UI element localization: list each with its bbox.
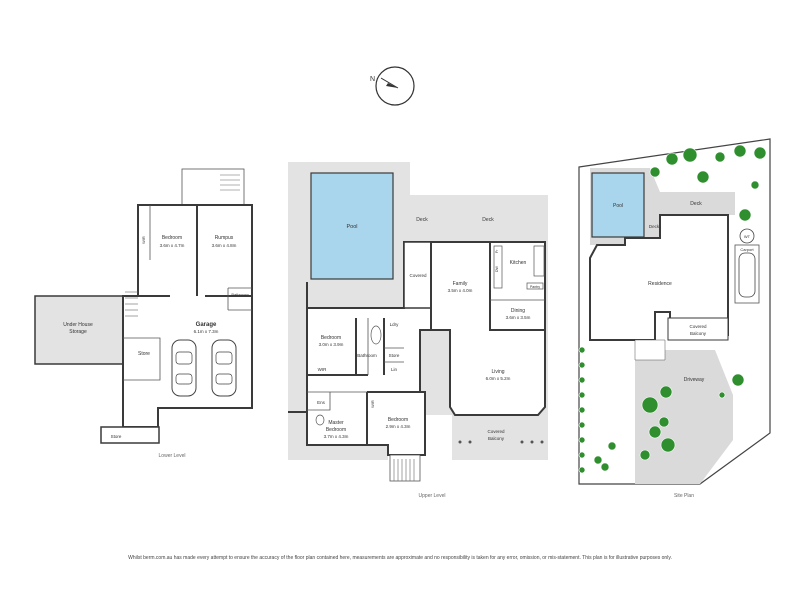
- linen-label: Lin: [391, 367, 398, 372]
- site-deck-label: Deck: [690, 201, 702, 207]
- kitchen-label: Kitchen: [510, 260, 527, 266]
- living-size: 6.0m x 5.2m: [486, 376, 511, 381]
- disclaimer-text: Whilst berm.com.au has made every attemp…: [128, 555, 672, 561]
- lower-bathroom-label: Bathroom: [231, 292, 249, 297]
- car-left-icon: [171, 339, 197, 397]
- compass: N: [370, 66, 415, 106]
- garage-label: Garage: [196, 322, 217, 328]
- fridge-label: Fr: [495, 249, 499, 253]
- site-plan: Pool Deck Deck Residence Carport WT Cove…: [578, 138, 771, 499]
- upper-covered-label: Covered: [409, 273, 427, 278]
- upper-bedroom2-label: Bedroom: [388, 417, 408, 423]
- lower-wir-label: WIR: [141, 236, 146, 244]
- site-pool-label: Pool: [613, 203, 623, 209]
- car-right-icon: [211, 339, 237, 397]
- garage-size: 6.1m x 7.3m: [194, 329, 219, 334]
- lower-bedroom-size: 3.6m x 4.7m: [160, 243, 185, 248]
- family-label: Family: [453, 281, 468, 287]
- site-plan-caption: Site Plan: [674, 493, 694, 499]
- upper-pool-label: Pool: [346, 224, 357, 230]
- compass-north-label: N: [370, 76, 375, 83]
- upper-bathroom-label: Bathroom: [357, 353, 377, 358]
- upper-covered-balcony-2: Balcony: [488, 436, 505, 441]
- pantry-label: Pantry: [530, 285, 540, 289]
- lower-bedroom-label: Bedroom: [162, 235, 182, 241]
- upper-covered-balcony-1: Covered: [487, 429, 505, 434]
- master-bedroom-label-2: Bedroom: [326, 427, 346, 433]
- upper-level-plan: Pool Deck Deck Covered Family 3.5m x 4.0…: [288, 162, 548, 499]
- upper-wir2-label: WIR: [370, 400, 375, 408]
- upper-level-caption: Upper Level: [419, 493, 446, 499]
- site-pool: [591, 172, 645, 238]
- lower-level-caption: Lower Level: [159, 453, 186, 459]
- dining-size: 3.6m x 3.5m: [506, 315, 531, 320]
- site-covered-balcony-1: Covered: [689, 324, 707, 329]
- lower-level-plan: Bedroom 3.6m x 4.7m Rumpus 3.6m x 4.8m W…: [34, 168, 253, 459]
- site-wt-label: WT: [744, 234, 751, 239]
- dining-label: Dining: [511, 308, 525, 314]
- vegetation: [578, 144, 767, 474]
- master-bedroom-label-1: Master: [328, 420, 344, 426]
- site-residence: [589, 214, 729, 341]
- laundry-label: Ldry: [390, 322, 400, 327]
- site-residence-label: Residence: [648, 281, 672, 287]
- living-label: Living: [491, 369, 504, 375]
- site-driveway: [635, 350, 733, 484]
- upper-bedroom-label: Bedroom: [321, 335, 341, 341]
- upper-wir-label: WIR: [318, 367, 327, 372]
- site-covered-balcony-2: Balcony: [690, 331, 707, 336]
- master-bedroom-size: 3.7m x 4.3m: [324, 434, 349, 439]
- dishwasher-label: DW: [495, 265, 499, 272]
- site-deck2-label: Deck: [649, 224, 660, 229]
- under-house-label-1: Under House: [63, 322, 93, 328]
- upper-store-label: Store: [389, 353, 400, 358]
- site-carport-label: Carport: [740, 247, 754, 252]
- upper-pool: [310, 172, 394, 280]
- lower-store-label: Store: [138, 351, 150, 357]
- site-driveway-label: Driveway: [684, 377, 705, 383]
- lower-store2-label: Store: [111, 434, 122, 439]
- under-house-storage-area: [34, 295, 124, 365]
- family-size: 3.5m x 4.0m: [448, 288, 473, 293]
- upper-bedroom-size: 3.0m x 3.9m: [319, 342, 344, 347]
- lower-rumpus-label: Rumpus: [215, 235, 234, 241]
- under-house-label-2: Storage: [69, 329, 87, 335]
- upper-bedroom2-size: 2.9m x 4.3m: [386, 424, 411, 429]
- lower-rumpus-size: 3.6m x 4.8m: [212, 243, 237, 248]
- upper-deck1-label: Deck: [416, 217, 428, 223]
- ensuite-label: Ens: [317, 400, 326, 405]
- upper-deck2-label: Deck: [482, 217, 494, 223]
